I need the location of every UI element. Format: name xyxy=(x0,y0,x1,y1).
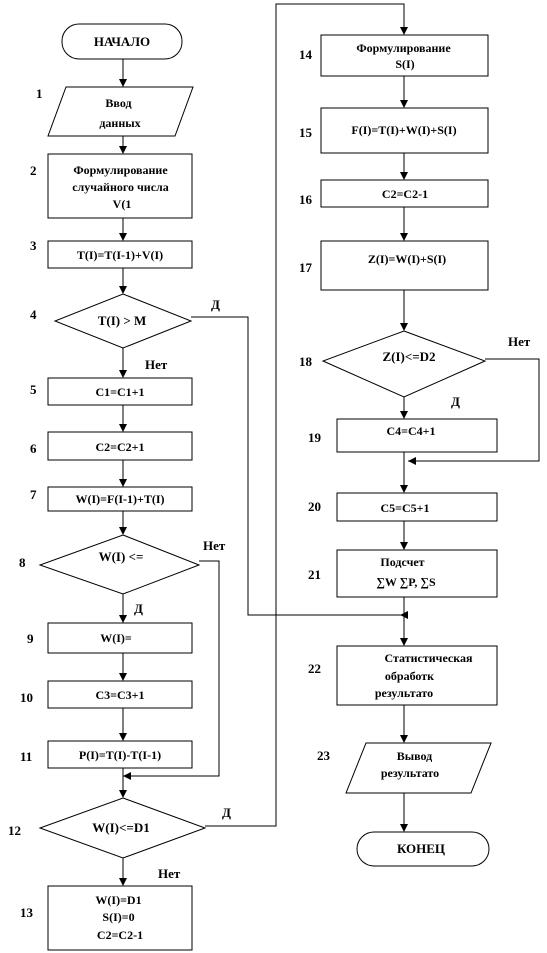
node-9: W(I)= xyxy=(47,622,193,654)
branch-label-n18-yes: Д xyxy=(451,394,460,409)
node-20: C5=C5+1 xyxy=(336,492,498,522)
step-number: 20 xyxy=(308,499,321,514)
node-15: F(I)=T(I)+W(I)+S(I) xyxy=(320,107,489,154)
connectors xyxy=(122,3,540,878)
node-7: W(I)=F(I-1)+T(I) xyxy=(47,486,193,512)
node-13: W(I)=D1 S(I)=0 C2=C2-1 xyxy=(47,885,193,951)
step-number: 3 xyxy=(30,238,37,253)
step-number: 12 xyxy=(8,823,21,838)
step-number: 15 xyxy=(299,125,313,140)
node-15-label: F(I)=T(I)+W(I)+S(I) xyxy=(351,123,456,137)
node-21-label: Подсчет ∑W ∑P, ∑S xyxy=(376,555,436,589)
step-number: 19 xyxy=(308,430,322,445)
node-10-label: C3=C3+1 xyxy=(95,688,144,702)
node-12-label: W(I)<=D1 xyxy=(92,820,149,835)
branch-label-n18-no: Нет xyxy=(508,334,531,349)
step-number: 1 xyxy=(36,86,43,101)
step-number: 23 xyxy=(317,748,331,763)
node-2-label: Формулирование случайного числа V(1 xyxy=(72,163,172,211)
step-number: 17 xyxy=(299,260,313,275)
branch-label-n8-no: Нет xyxy=(203,538,226,553)
node-4-label: T(I) > M xyxy=(98,313,147,328)
step-number: 4 xyxy=(30,307,37,322)
node-1-label: Ввод данных xyxy=(99,96,140,130)
step-number: 2 xyxy=(30,163,37,178)
node-end: КОНЕЦ xyxy=(356,831,490,867)
node-4-decision: T(I) > M xyxy=(53,293,193,349)
node-17: Z(I)=W(I)+S(I) xyxy=(320,240,489,291)
branch-labels: Д Нет Нет Д Д Нет Нет Д xyxy=(134,297,531,881)
step-number: 10 xyxy=(20,690,33,705)
branch-label-n4-yes: Д xyxy=(211,297,220,312)
branch-label-n4-no: Нет xyxy=(145,357,168,372)
node-16: C2=C2-1 xyxy=(320,179,489,208)
node-2: Формулирование случайного числа V(1 xyxy=(47,153,193,219)
step-number: 6 xyxy=(30,441,37,456)
node-5-label: C1=C1+1 xyxy=(95,385,144,399)
node-1: Ввод данных xyxy=(47,86,194,137)
branch-label-n12-no: Нет xyxy=(158,866,181,881)
step-number: 7 xyxy=(30,487,37,502)
node-start: НАЧАЛО xyxy=(61,23,183,60)
node-22-label: Статистическая обработк результато xyxy=(375,651,476,700)
node-12-decision: W(I)<=D1 xyxy=(38,797,207,859)
node-18-decision: Z(I)<=D2 xyxy=(321,330,487,398)
node-3-label: T(I)=T(I-1)+V(I) xyxy=(77,248,163,262)
node-9-label: W(I)= xyxy=(100,631,132,645)
branch-label-n8-yes: Д xyxy=(134,601,143,616)
node-5: C1=C1+1 xyxy=(47,377,193,406)
node-23: Вывод результато xyxy=(345,742,492,794)
node-10: C3=C3+1 xyxy=(47,680,193,709)
step-number: 8 xyxy=(19,555,26,570)
node-13-label: W(I)=D1 S(I)=0 C2=C2-1 xyxy=(95,893,144,942)
node-14-label: Формулирование S(I) xyxy=(356,41,453,71)
node-23-label: Вывод результато xyxy=(381,749,439,780)
step-number: 11 xyxy=(20,749,32,764)
step-number: 18 xyxy=(299,354,313,369)
node-8-label: W(I) <= xyxy=(99,549,144,564)
node-11-label: P(I)=T(I)-T(I-1) xyxy=(79,748,161,762)
node-start-label: НАЧАЛО xyxy=(94,34,150,49)
node-18-label: Z(I)<=D2 xyxy=(382,349,435,364)
step-number: 22 xyxy=(308,661,321,676)
branch-label-n12-yes: Д xyxy=(222,805,231,820)
node-17-label: Z(I)=W(I)+S(I) xyxy=(368,252,446,266)
node-6: C2=C2+1 xyxy=(47,431,193,461)
step-number: 13 xyxy=(20,905,34,920)
node-14: Формулирование S(I) xyxy=(320,34,489,77)
node-21: Подсчет ∑W ∑P, ∑S xyxy=(336,549,498,598)
node-11: P(I)=T(I)-T(I-1) xyxy=(47,740,193,769)
step-number: 16 xyxy=(299,192,313,207)
step-number: 14 xyxy=(299,47,313,62)
node-7-label: W(I)=F(I-1)+T(I) xyxy=(76,492,165,506)
node-6-label: C2=C2+1 xyxy=(95,440,144,454)
node-end-label: КОНЕЦ xyxy=(397,841,445,856)
node-19-label: C4=C4+1 xyxy=(386,424,435,438)
step-number: 21 xyxy=(308,567,321,582)
node-22: Статистическая обработк результато xyxy=(336,645,498,706)
step-number: 9 xyxy=(27,631,34,646)
node-20-label: C5=C5+1 xyxy=(380,501,429,515)
node-16-label: C2=C2-1 xyxy=(382,187,428,201)
arrowheads xyxy=(119,27,416,886)
step-numbers: 1 2 3 4 5 6 7 8 9 10 11 12 13 14 15 16 1… xyxy=(8,47,331,920)
node-19: C4=C4+1 xyxy=(336,418,498,453)
step-number: 5 xyxy=(30,382,37,397)
node-8-decision: W(I) <= xyxy=(38,534,201,595)
node-3: T(I)=T(I-1)+V(I) xyxy=(47,240,193,269)
